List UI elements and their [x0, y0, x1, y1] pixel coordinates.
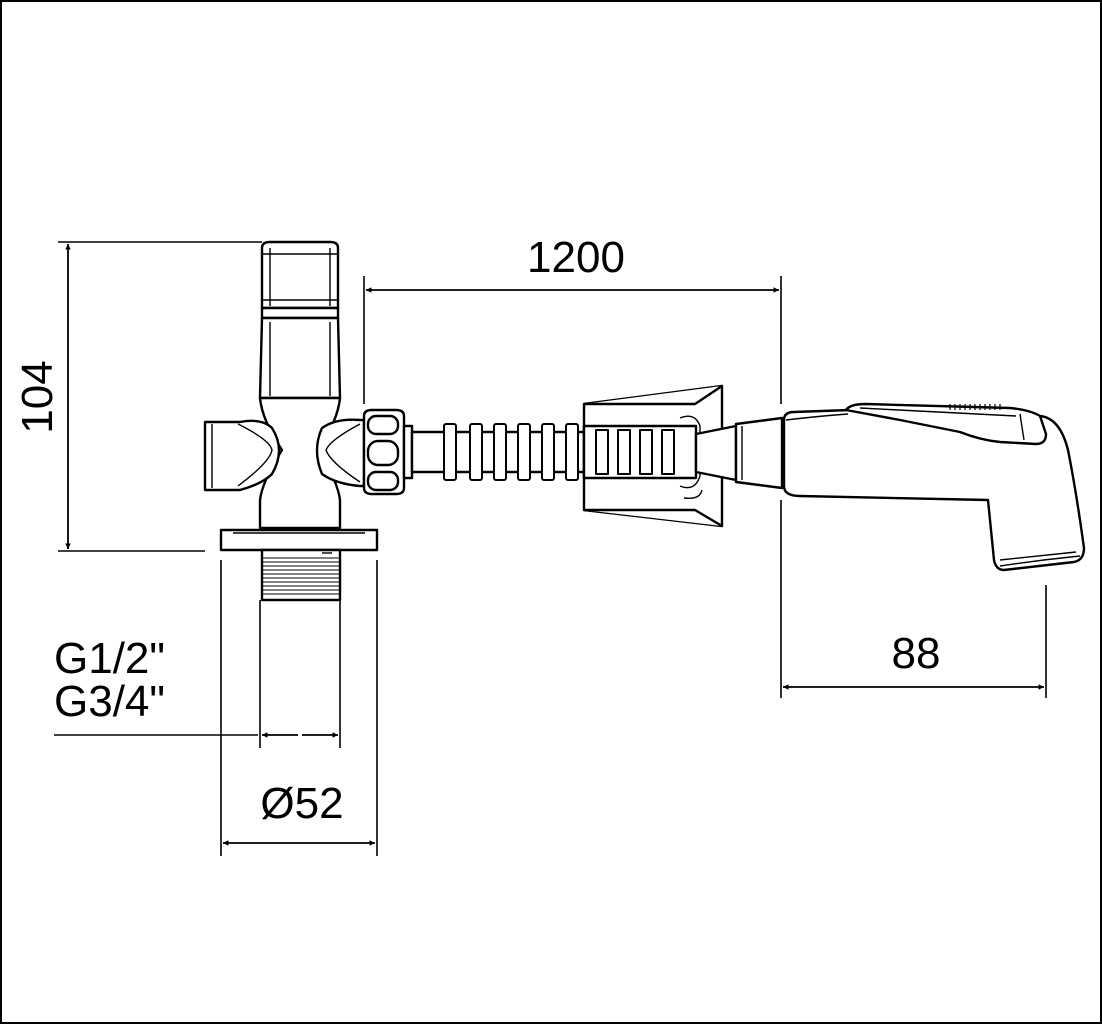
hose-nut: [362, 408, 414, 496]
handset-length-label: 88: [892, 629, 941, 678]
hose-ring: [565, 423, 579, 481]
hose-ring: [541, 423, 555, 481]
hose-ring: [469, 423, 483, 481]
thread-label-2: G3/4": [54, 677, 165, 726]
hose-length-dimension: 1200: [363, 233, 782, 404]
flange-diameter-dimension: Ø52: [220, 560, 378, 856]
bracket-slot: [661, 429, 675, 475]
bracket-slot: [595, 429, 609, 475]
hose-ring: [517, 423, 531, 481]
thread-lines: [262, 557, 340, 595]
hose-cone: [694, 416, 784, 490]
hose-ring: [443, 423, 457, 481]
valve-handle: [260, 240, 340, 310]
hose-rings: [443, 423, 579, 481]
hose-length-label: 1200: [527, 233, 625, 282]
valve-body: [203, 240, 379, 602]
wall-bracket: [582, 384, 724, 528]
height-label: 104: [13, 360, 62, 433]
handset-length-dimension: 88: [780, 500, 1047, 698]
flange-diameter-label: Ø52: [260, 779, 343, 828]
valve-flange: [219, 528, 379, 552]
grip-ticks: [949, 404, 1001, 410]
valve-left-outlet: [203, 419, 281, 492]
height-dimension: 104: [13, 241, 262, 552]
valve-right-outlet: [315, 418, 366, 488]
shower-button: [844, 402, 1048, 446]
bracket-slot: [639, 429, 653, 475]
hand-shower: [782, 402, 1086, 572]
thread-label-1: G1/2": [54, 634, 165, 683]
bracket-slot: [617, 429, 631, 475]
bracket-slots: [595, 429, 675, 475]
shower-hose: [410, 423, 586, 481]
thread-dimension: G1/2" G3/4": [54, 600, 341, 748]
valve-stem: [258, 316, 342, 400]
hose-ring: [493, 423, 507, 481]
